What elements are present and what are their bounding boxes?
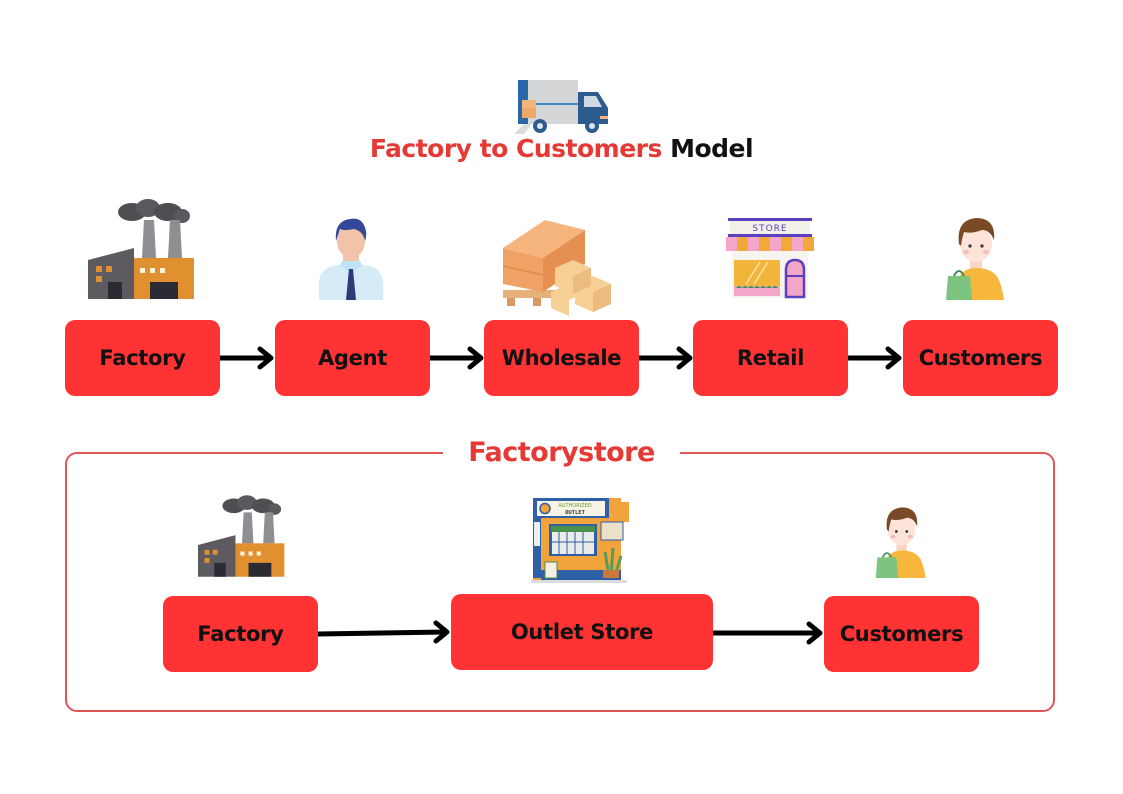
outlet-step-outlet-store: Outlet Store xyxy=(451,594,713,670)
pallet-boxes-icon xyxy=(502,220,611,316)
arrow-icon xyxy=(848,346,902,370)
outlet-sign-line1: AUTHORIZED xyxy=(558,503,591,509)
title-rest: Model xyxy=(661,134,754,163)
step-label: Customers xyxy=(839,622,964,646)
delivery-truck-icon xyxy=(514,80,608,134)
shopper-icon xyxy=(946,218,1004,300)
step-retail: Retail xyxy=(693,320,848,396)
step-customers: Customers xyxy=(903,320,1058,396)
outlet-sign-line2: OUTLET xyxy=(565,510,586,516)
arrow-icon xyxy=(430,346,484,370)
factorystore-label: Factorystore xyxy=(443,433,680,473)
store-icon: STORE xyxy=(726,218,814,299)
arrow-icon xyxy=(317,620,450,644)
step-label: Outlet Store xyxy=(510,620,654,644)
step-wholesale: Wholesale xyxy=(484,320,639,396)
outlet-step-customers: Customers xyxy=(824,596,979,672)
factory-icon xyxy=(198,495,285,577)
shopper-icon xyxy=(875,507,926,579)
factory-icon xyxy=(88,199,194,299)
step-agent: Agent xyxy=(275,320,430,396)
step-factory: Factory xyxy=(65,320,220,396)
step-label: Factory xyxy=(99,346,186,370)
outlet-step-factory: Factory xyxy=(163,596,318,672)
arrow-icon xyxy=(639,346,693,370)
arrow-icon xyxy=(220,346,274,370)
step-label: Factory xyxy=(197,622,284,646)
title-highlight: Factory to Customers xyxy=(369,134,662,163)
step-label: Agent xyxy=(317,346,388,370)
page-title: Factory to Customers Model xyxy=(0,134,1123,163)
step-label: Retail xyxy=(736,346,805,370)
store-sign-text: STORE xyxy=(752,224,787,234)
businessman-icon xyxy=(319,218,383,300)
arrow-icon xyxy=(713,621,823,645)
step-label: Wholesale xyxy=(501,346,622,370)
outlet-store-icon: AUTHORIZED OUTLET xyxy=(531,498,629,583)
step-label: Customers xyxy=(918,346,1043,370)
